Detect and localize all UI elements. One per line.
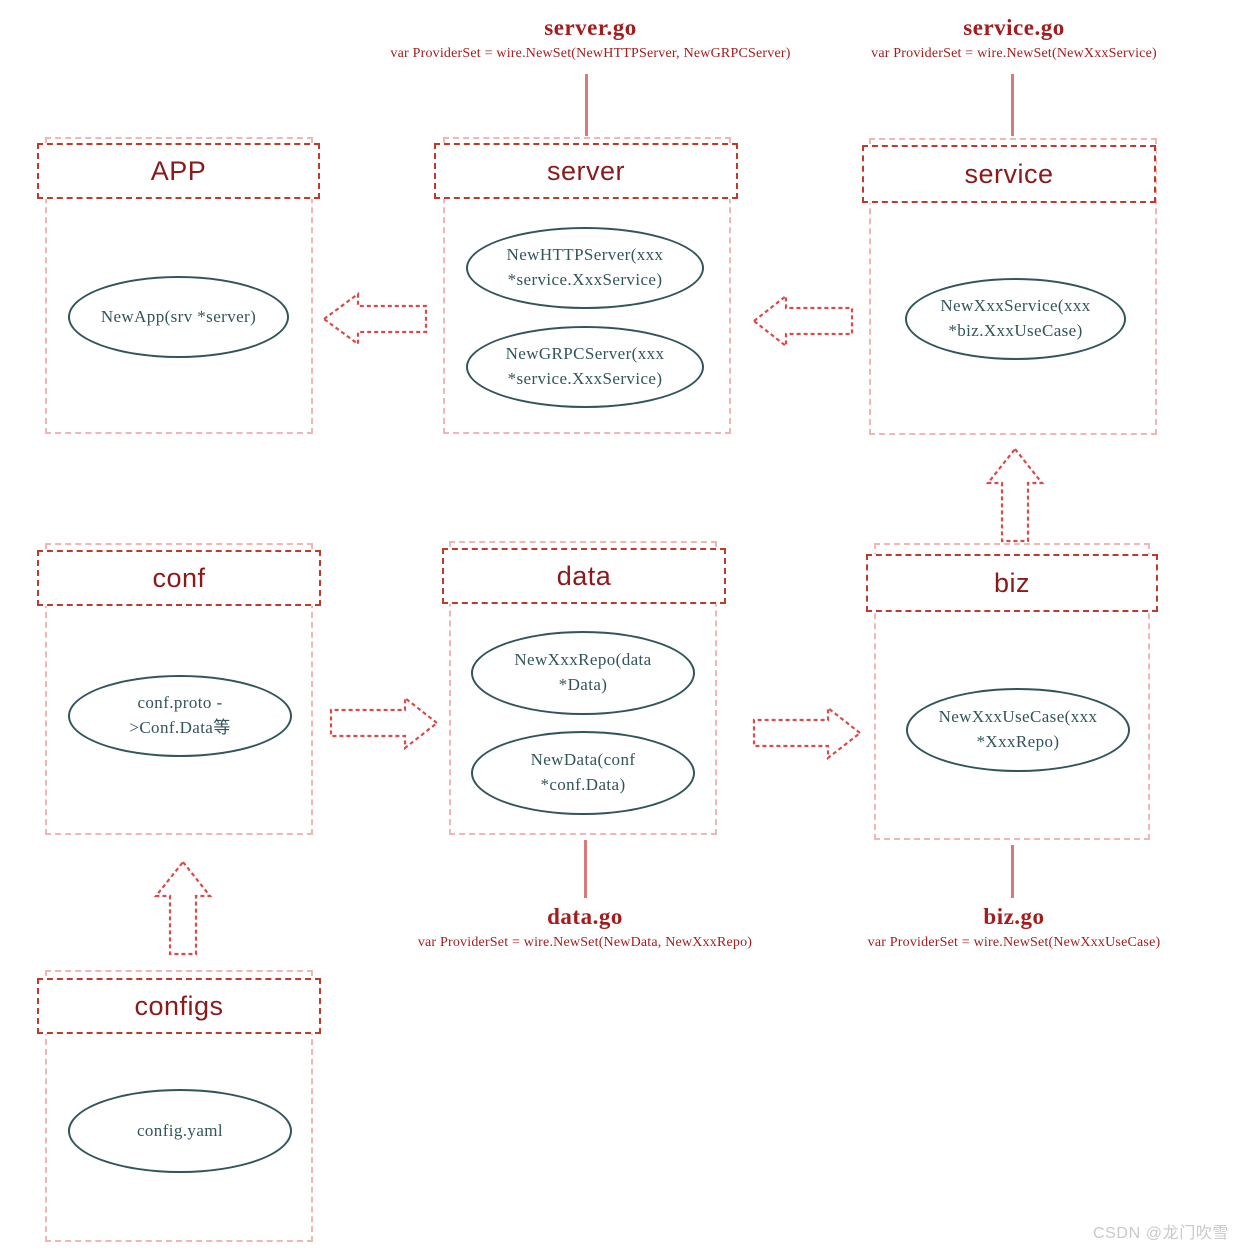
node-new-app[interactable]: NewApp(srv *server)	[68, 276, 289, 358]
module-configs-header[interactable]: configs	[37, 978, 321, 1034]
note-biz-go-title: biz.go	[983, 904, 1045, 929]
node-new-http-server[interactable]: NewHTTPServer(xxx *service.XxxService)	[466, 227, 704, 309]
note-server-go-title: server.go	[544, 15, 637, 40]
note-biz-go: biz.go var ProviderSet = wire.NewSet(New…	[828, 903, 1200, 952]
node-new-app-label: NewApp(srv *server)	[100, 306, 257, 326]
node-conf-proto-label: conf.proto - >Conf.Data等	[129, 693, 231, 737]
arrow-biz-to-service	[984, 447, 1046, 543]
arrow-server-to-app	[322, 288, 428, 350]
arrow-service-to-server	[752, 290, 854, 352]
connector-biz-go	[1011, 845, 1014, 898]
node-config-yaml[interactable]: config.yaml	[68, 1089, 292, 1173]
note-server-go-sub: var ProviderSet = wire.NewSet(NewHTTPSer…	[390, 45, 791, 61]
connector-service-go	[1011, 74, 1014, 136]
note-service-go-sub: var ProviderSet = wire.NewSet(NewXxxServ…	[871, 45, 1157, 61]
note-service-go: service.go var ProviderSet = wire.NewSet…	[828, 14, 1200, 63]
node-new-xxx-service[interactable]: NewXxxService(xxx *biz.XxxUseCase)	[905, 278, 1126, 360]
node-new-data-label: NewData(conf *conf.Data)	[530, 750, 636, 794]
node-new-data[interactable]: NewData(conf *conf.Data)	[471, 731, 695, 815]
node-new-grpc-server[interactable]: NewGRPCServer(xxx *service.XxxService)	[466, 326, 704, 408]
module-biz-header[interactable]: biz	[866, 554, 1158, 612]
arrow-configs-to-conf	[152, 860, 214, 956]
connector-server-go	[585, 74, 588, 136]
module-server-header[interactable]: server	[434, 143, 738, 199]
node-new-xxx-service-label: NewXxxService(xxx *biz.XxxUseCase)	[940, 296, 1091, 340]
module-conf-title: conf	[152, 562, 206, 593]
node-new-xxx-repo-label: NewXxxRepo(data *Data)	[514, 650, 652, 694]
note-service-go-title: service.go	[963, 15, 1065, 40]
module-conf-header[interactable]: conf	[37, 550, 321, 606]
note-data-go-title: data.go	[547, 904, 623, 929]
arrow-data-to-biz	[752, 704, 862, 762]
watermark: CSDN @龙门吹雪	[1093, 1225, 1230, 1242]
module-service-title: service	[964, 158, 1054, 189]
arrow-conf-to-data	[329, 694, 439, 752]
node-new-http-server-label: NewHTTPServer(xxx *service.XxxService)	[506, 245, 664, 289]
module-data-header[interactable]: data	[442, 548, 726, 604]
node-new-xxx-repo[interactable]: NewXxxRepo(data *Data)	[471, 631, 695, 715]
note-server-go: server.go var ProviderSet = wire.NewSet(…	[363, 14, 818, 63]
note-data-go: data.go var ProviderSet = wire.NewSet(Ne…	[385, 903, 785, 952]
node-config-yaml-label: config.yaml	[136, 1120, 224, 1140]
node-new-grpc-server-label: NewGRPCServer(xxx *service.XxxService)	[505, 344, 665, 388]
node-new-xxx-usecase-label: NewXxxUseCase(xxx *XxxRepo)	[938, 707, 1098, 751]
module-configs-title: configs	[134, 990, 224, 1021]
node-new-xxx-usecase[interactable]: NewXxxUseCase(xxx *XxxRepo)	[906, 688, 1130, 772]
connector-data-go	[584, 840, 587, 898]
module-service-header[interactable]: service	[862, 145, 1156, 203]
note-biz-go-sub: var ProviderSet = wire.NewSet(NewXxxUseC…	[867, 934, 1161, 950]
module-app-title: APP	[150, 155, 207, 186]
module-data-title: data	[556, 560, 612, 591]
module-server-title: server	[546, 155, 625, 186]
module-app-header[interactable]: APP	[37, 143, 320, 199]
module-biz-title: biz	[993, 567, 1030, 598]
node-conf-proto[interactable]: conf.proto - >Conf.Data等	[68, 675, 292, 757]
note-data-go-sub: var ProviderSet = wire.NewSet(NewData, N…	[417, 934, 753, 950]
